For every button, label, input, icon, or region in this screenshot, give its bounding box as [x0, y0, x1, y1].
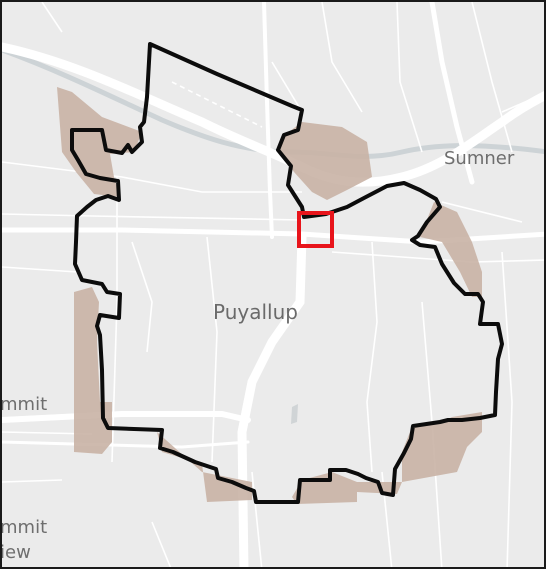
city-boundary: [70, 42, 504, 504]
small-pond: [291, 404, 298, 424]
highlight-square[interactable]: [297, 211, 334, 248]
